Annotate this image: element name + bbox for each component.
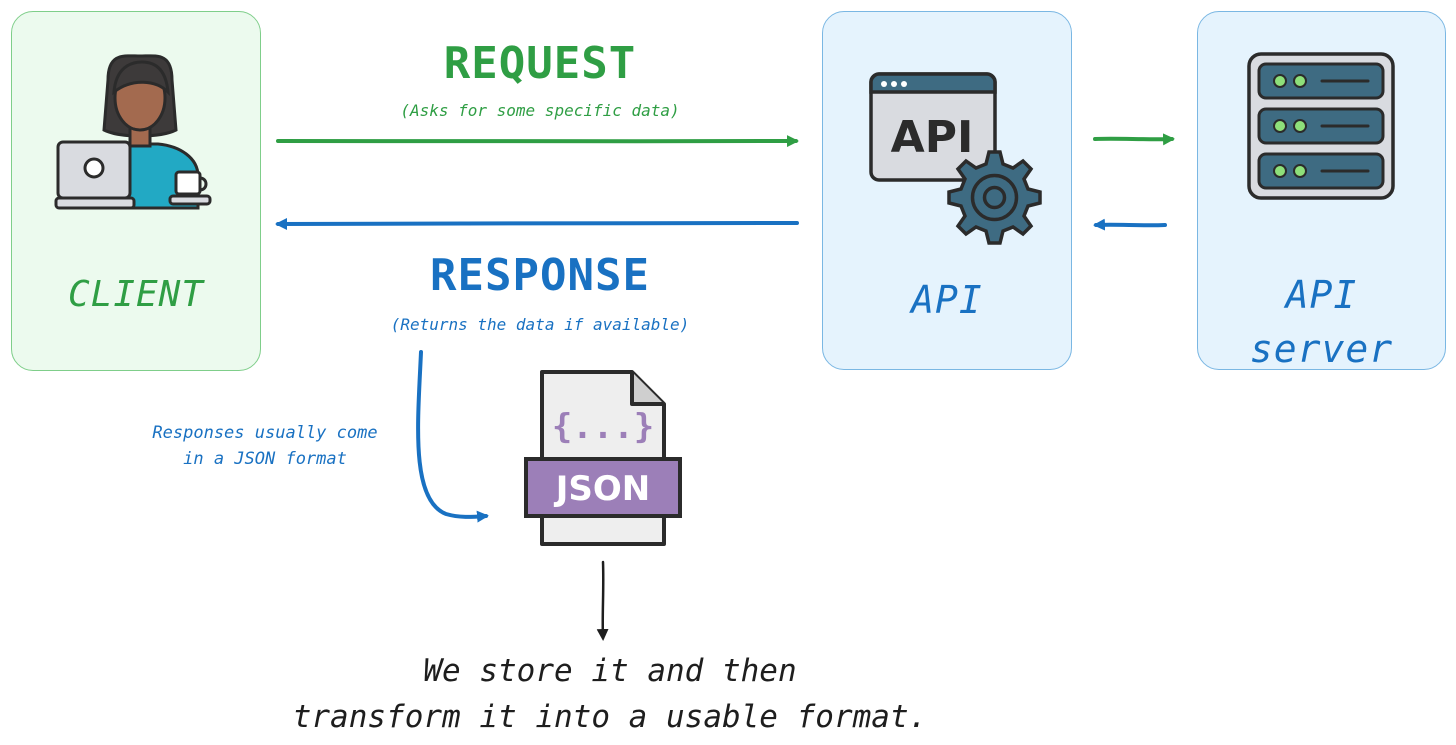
api-server-label-line2: server	[1249, 327, 1394, 371]
response-title: RESPONSE	[430, 250, 650, 301]
response-to-json-arrow	[416, 350, 489, 523]
client-label: CLIENT	[67, 274, 205, 315]
server-icon	[1247, 52, 1395, 200]
json-to-conclusion-arrow	[596, 560, 609, 641]
request-title: REQUEST	[443, 38, 637, 89]
api-label: API	[911, 278, 983, 322]
conclusion-line1: We store it and then	[423, 653, 797, 689]
response-subtitle: (Returns the data if available)	[390, 315, 690, 334]
conclusion-line2: transform it into a usable format.	[292, 699, 928, 735]
request-subtitle: (Asks for some specific data)	[400, 101, 680, 120]
response-arrow	[275, 217, 799, 230]
api-server-label: API server	[1198, 268, 1445, 376]
json-braces-text: {...}	[552, 407, 654, 447]
api-window-icon: API	[869, 72, 997, 182]
json-file-icon: {...} JSON	[524, 370, 682, 546]
request-arrow	[276, 135, 799, 148]
conclusion-text: We store it and then transform it into a…	[230, 648, 990, 740]
client-person-icon	[54, 54, 212, 210]
api-to-server-arrow	[1093, 133, 1175, 146]
server-to-api-arrow	[1093, 218, 1167, 231]
json-format-note-line1: Responses usually come	[152, 423, 378, 443]
api-server-label-line1: API	[1285, 273, 1358, 317]
api-icon-text: API	[891, 112, 974, 163]
json-format-note: Responses usually come in a JSON format	[120, 420, 410, 472]
json-label-text: JSON	[554, 469, 651, 509]
gear-icon	[947, 150, 1042, 245]
json-format-note-line2: in a JSON format	[183, 449, 347, 469]
